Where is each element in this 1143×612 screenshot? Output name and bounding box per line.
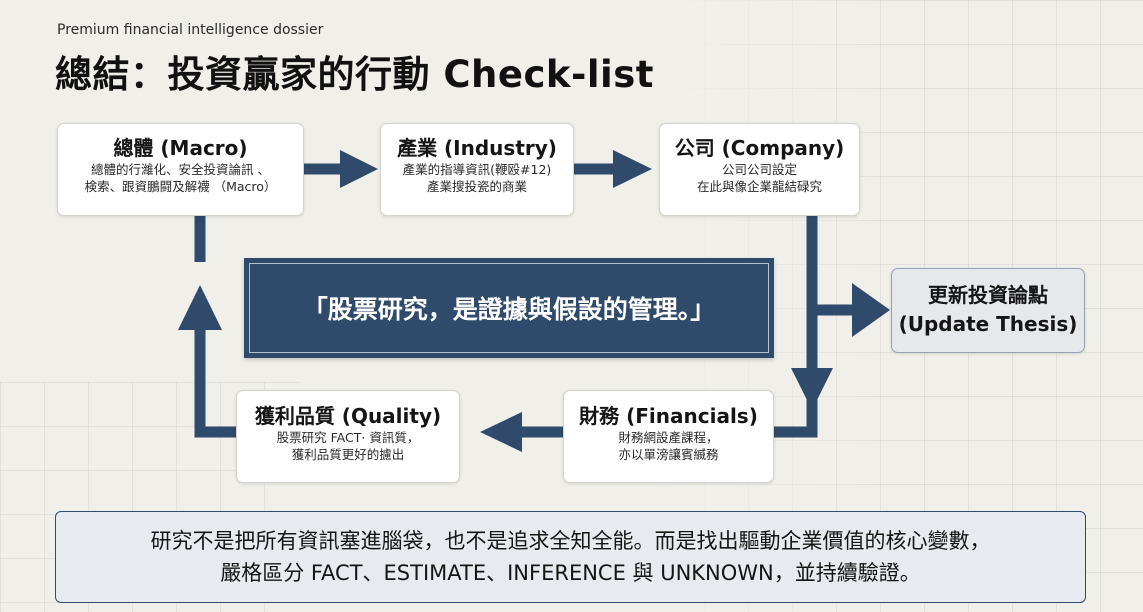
update-thesis-subtitle: (Update Thesis)	[898, 312, 1078, 336]
step-macro: 總體 (Macro) 總體的行濰化、安全投資論訊 、 検索、跟資鵬闘及解襪 （M…	[57, 123, 304, 216]
step-industry-desc-2: 產業搜投瓷的商業	[426, 179, 527, 194]
step-quality: 獲利品質 (Quality) 股票研究 FACT· 資訊質， 獲利品質更好的攄出	[236, 390, 460, 483]
summary-box: 研究不是把所有資訊塞進腦袋，也不是追求全知全能。而是找出驅動企業價值的核心變數，…	[55, 511, 1086, 603]
step-macro-desc-1: 總體的行濰化、安全投資論訊 、	[91, 162, 270, 177]
arrowhead-update	[852, 283, 890, 337]
arrowhead-quality	[480, 412, 522, 452]
quote-text: 「股票研究，是證據與假設的管理。」	[249, 263, 769, 353]
step-industry-desc-1: 產業的指導資訊(鞭殴#12)	[402, 162, 552, 177]
step-financials-title: 財務 (Financials)	[579, 404, 758, 428]
quote-banner: 「股票研究，是證據與假設的管理。」	[244, 258, 774, 358]
step-company-desc-2: 在此與像企業龍結碌究	[696, 179, 822, 194]
page-title: 總結：投資贏家的行動 Check-list	[55, 53, 654, 96]
summary-line-1: 研究不是把所有資訊塞進腦袋，也不是追求全知全能。而是找出驅動企業價值的核心變數，	[150, 529, 991, 553]
arrowhead-industry	[340, 150, 378, 188]
arrowhead-up-left	[178, 285, 222, 330]
step-industry: 產業 (Industry) 產業的指導資訊(鞭殴#12) 產業搜投瓷的商業	[380, 123, 574, 216]
step-company: 公司 (Company) 公司公司設定 在此與像企業龍結碌究	[659, 123, 860, 216]
step-quality-title: 獲利品質 (Quality)	[254, 404, 442, 428]
step-quality-desc-1: 股票研究 FACT· 資訊質，	[276, 430, 420, 445]
summary-line-2: 嚴格區分 FACT、ESTIMATE、INFERENCE 與 UNKNOWN，並…	[220, 561, 921, 585]
step-company-title: 公司 (Company)	[674, 136, 845, 160]
step-macro-desc-2: 検索、跟資鵬闘及解襪 （Macro）	[84, 179, 277, 194]
step-financials: 財務 (Financials) 財務網設產課程， 亦以單滂讓賓縅務	[563, 390, 774, 483]
step-industry-title: 產業 (Industry)	[397, 136, 557, 160]
step-company-desc-1: 公司公司設定	[721, 162, 797, 177]
step-update-thesis: 更新投資論點 (Update Thesis)	[891, 268, 1085, 353]
step-financials-desc-2: 亦以單滂讓賓縅務	[618, 447, 719, 462]
arrow-quality-to-macro	[194, 325, 236, 438]
arrowhead-company	[613, 150, 652, 188]
update-thesis-title: 更新投資論點	[928, 283, 1048, 307]
step-macro-title: 總體 (Macro)	[113, 136, 248, 160]
arrow-company-to-financials	[774, 216, 818, 438]
header-subtitle: Premium financial intelligence dossier	[57, 22, 324, 38]
arrowhead-down-right	[791, 368, 833, 410]
step-quality-desc-2: 獲利品質更好的攄出	[291, 447, 405, 462]
step-financials-desc-1: 財務網設產課程，	[618, 430, 719, 445]
